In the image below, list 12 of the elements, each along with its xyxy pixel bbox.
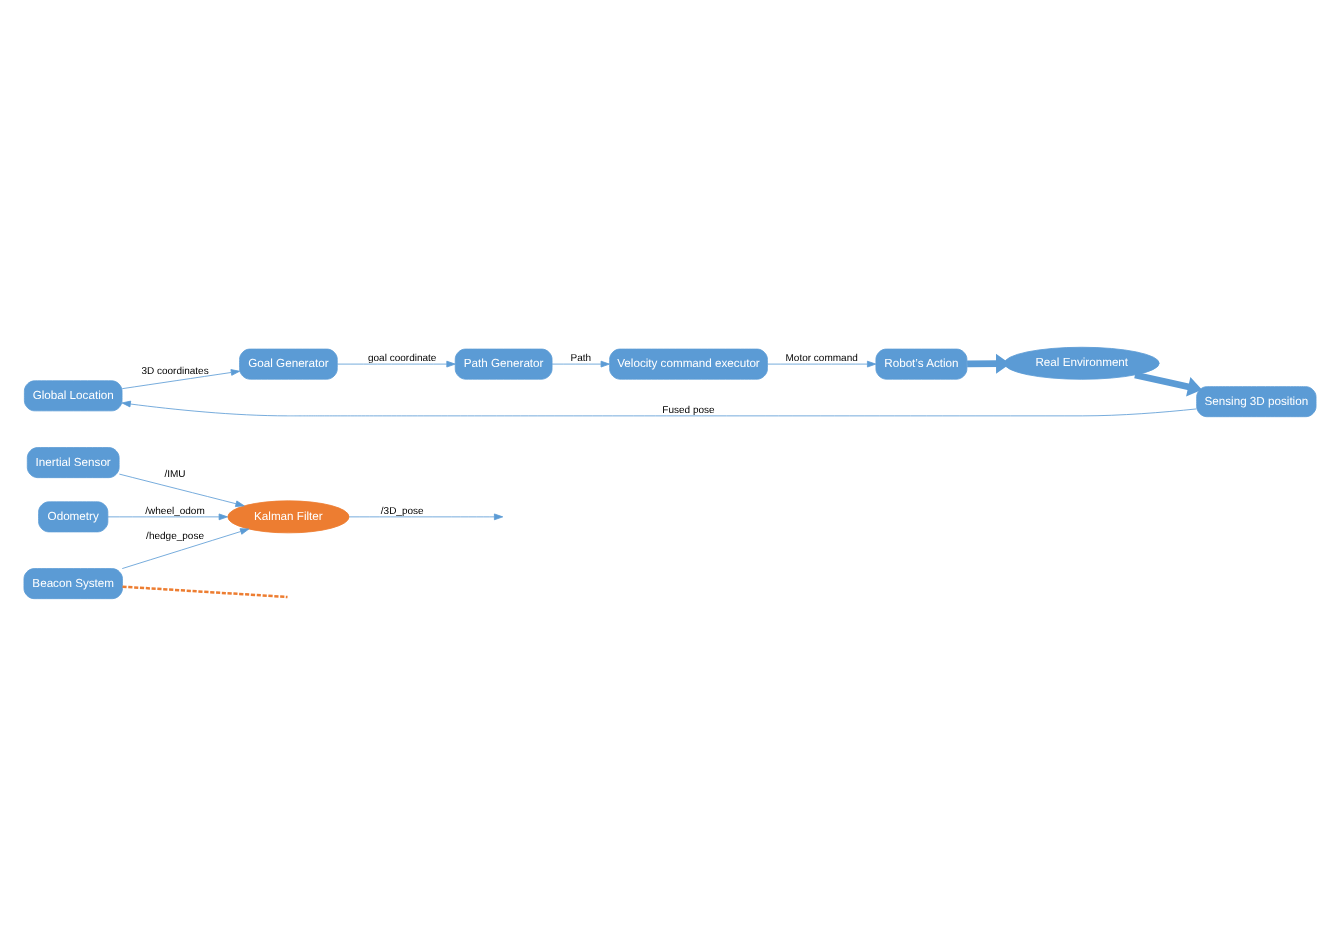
arrow — [121, 400, 1197, 417]
arrow — [107, 513, 228, 521]
arrow — [348, 513, 504, 521]
arrow — [118, 473, 245, 508]
arrow — [121, 369, 240, 390]
connector — [122, 585, 288, 599]
arrow — [551, 360, 610, 368]
arrow — [337, 360, 456, 368]
arrow — [121, 528, 250, 569]
arrow — [767, 360, 877, 368]
arrow — [1134, 371, 1203, 397]
arrow — [967, 353, 1011, 374]
